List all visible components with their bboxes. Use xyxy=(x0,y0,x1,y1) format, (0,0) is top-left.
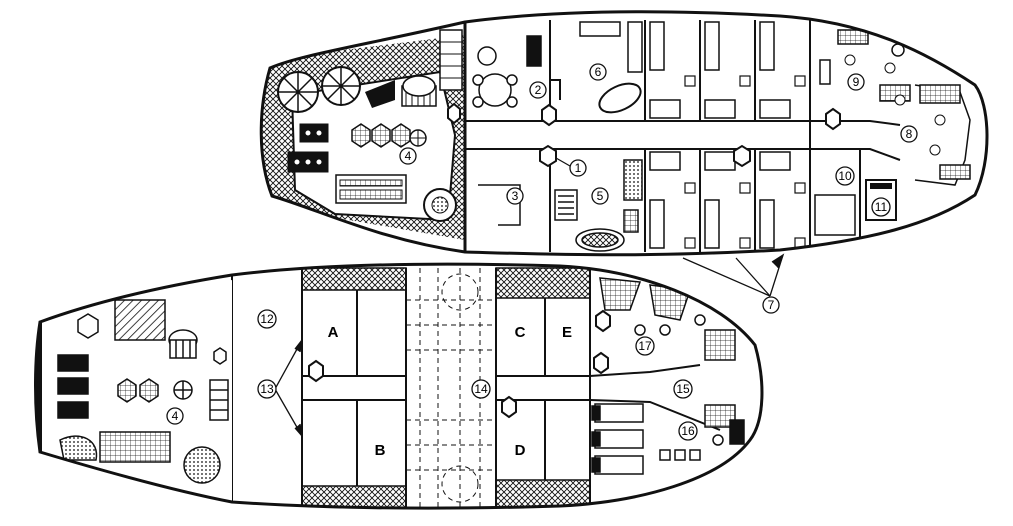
upper-hull-outline xyxy=(259,10,989,257)
label-14: 14 xyxy=(471,379,491,399)
svg-text:1: 1 xyxy=(575,161,582,175)
svg-text:4: 4 xyxy=(405,149,412,163)
svg-text:9: 9 xyxy=(853,75,860,89)
upper-turret xyxy=(401,75,437,107)
label-5: 5 xyxy=(591,187,609,205)
label-4-lower: 4 xyxy=(166,407,184,425)
svg-text:B: B xyxy=(375,442,386,459)
svg-text:13: 13 xyxy=(260,382,274,396)
svg-text:12: 12 xyxy=(260,312,274,326)
lower-deck xyxy=(34,262,764,510)
room-labels: 1 2 3 4 5 6 7 8 9 10 11 4 12 13 14 15 16… xyxy=(166,63,918,459)
label-7: 7 xyxy=(762,296,780,314)
bridge-consoles xyxy=(819,29,971,186)
hex-reactor xyxy=(351,123,411,148)
svg-text:2: 2 xyxy=(535,83,542,97)
lower-engine-gear xyxy=(57,299,229,484)
label-3: 3 xyxy=(506,187,524,205)
svg-text:16: 16 xyxy=(681,424,695,438)
lower-hull-outline xyxy=(34,262,764,510)
svg-text:15: 15 xyxy=(676,382,690,396)
label-2: 2 xyxy=(529,81,547,99)
thruster-domes xyxy=(277,66,361,113)
office-desk xyxy=(478,184,521,226)
bridge-seats xyxy=(844,54,946,156)
label-1: 1 xyxy=(569,159,587,177)
upper-hatches xyxy=(447,102,841,168)
lower-bunks xyxy=(591,403,701,475)
label-12: 12 xyxy=(257,309,277,329)
svg-text:5: 5 xyxy=(597,189,604,203)
leader-13 xyxy=(274,339,304,439)
label-A: A xyxy=(328,324,339,341)
label-11: 11 xyxy=(871,197,891,217)
cargo-hatching xyxy=(301,267,591,509)
label-15: 15 xyxy=(673,379,693,399)
reactor-block xyxy=(365,80,395,108)
svg-text:A: A xyxy=(328,324,339,341)
svg-text:D: D xyxy=(515,442,526,459)
svg-text:3: 3 xyxy=(512,189,519,203)
label-8: 8 xyxy=(900,125,918,143)
label-16: 16 xyxy=(678,421,698,441)
svg-text:8: 8 xyxy=(906,127,913,141)
bunks-top xyxy=(579,21,791,119)
label-10: 10 xyxy=(835,166,855,186)
label-C: C xyxy=(515,324,526,341)
upper-top-rooms xyxy=(549,20,811,121)
lounge-table xyxy=(598,82,642,114)
svg-text:4: 4 xyxy=(172,409,179,423)
svg-text:14: 14 xyxy=(474,382,488,396)
leader-7 xyxy=(682,253,785,297)
svg-text:E: E xyxy=(562,324,572,341)
svg-text:C: C xyxy=(515,324,526,341)
lower-hatches xyxy=(308,309,611,419)
upper-corridor xyxy=(464,120,811,150)
cargo-bay xyxy=(406,268,496,508)
svg-text:17: 17 xyxy=(638,339,652,353)
fabricator-bench xyxy=(335,174,407,204)
svg-text:6: 6 xyxy=(595,65,602,79)
galley-table xyxy=(472,35,542,108)
svg-text:11: 11 xyxy=(875,200,888,214)
label-4-upper: 4 xyxy=(399,147,417,165)
briefing-table xyxy=(554,159,643,252)
label-17: 17 xyxy=(635,336,655,356)
label-E: E xyxy=(562,324,572,341)
control-consoles xyxy=(287,123,329,173)
label-D: D xyxy=(515,442,526,459)
label-6: 6 xyxy=(589,63,607,81)
aft-lockers xyxy=(439,29,463,91)
bunks-bottom xyxy=(649,151,856,249)
label-9: 9 xyxy=(847,73,865,91)
label-B: B xyxy=(375,442,386,459)
label-13: 13 xyxy=(257,379,277,399)
upper-deck xyxy=(259,10,989,297)
upper-bottom-rooms xyxy=(549,149,861,252)
svg-text:10: 10 xyxy=(838,169,852,183)
svg-text:7: 7 xyxy=(768,298,775,312)
